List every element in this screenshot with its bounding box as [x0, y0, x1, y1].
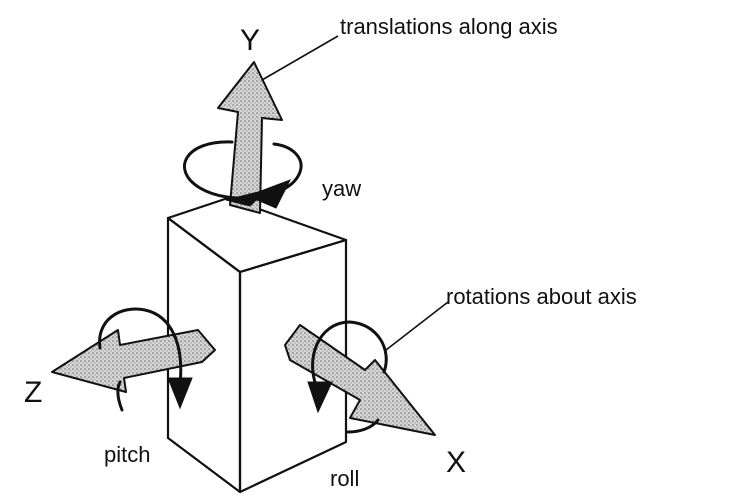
yaw-label: yaw	[322, 176, 361, 201]
pitch-rotation-icon	[98, 307, 193, 412]
yaw-rotation-icon	[183, 140, 303, 209]
x-axis-label: X	[446, 446, 466, 479]
z-axis-label: Z	[24, 376, 42, 409]
rotations-leader-line	[385, 301, 449, 351]
x-translation-arrow	[284, 324, 436, 436]
translations-label: translations along axis	[340, 14, 558, 39]
translations-leader-line	[261, 35, 339, 81]
z-translation-arrow	[51, 329, 216, 393]
roll-label: roll	[330, 466, 359, 491]
y-axis-label: Y	[240, 24, 260, 57]
box-side-face	[238, 238, 348, 494]
pitch-label: pitch	[104, 442, 150, 467]
roll-rotation-icon	[307, 320, 388, 434]
rotations-label: rotations about axis	[446, 284, 637, 309]
